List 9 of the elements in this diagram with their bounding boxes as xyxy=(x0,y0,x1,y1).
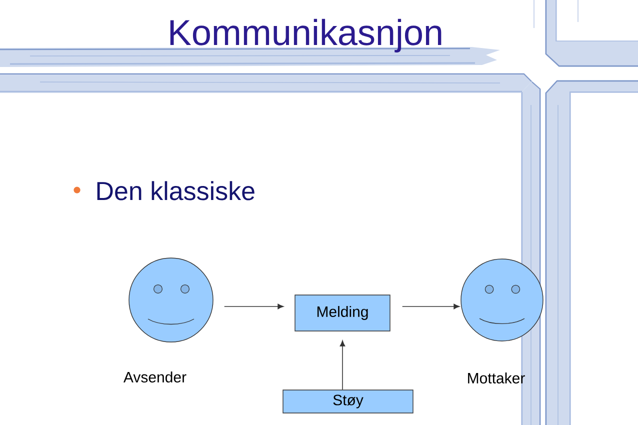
arrow xyxy=(402,304,460,310)
text-box: Melding xyxy=(294,294,390,332)
bullet-text: Den klassiske xyxy=(97,181,254,200)
node-caption: Mottaker xyxy=(468,372,525,384)
text-box: Støy xyxy=(282,390,414,414)
arrow xyxy=(224,304,284,310)
node-caption: Avsender xyxy=(124,371,186,382)
arrow xyxy=(340,340,346,390)
slide-title: Kommunikasnjon xyxy=(170,18,442,52)
